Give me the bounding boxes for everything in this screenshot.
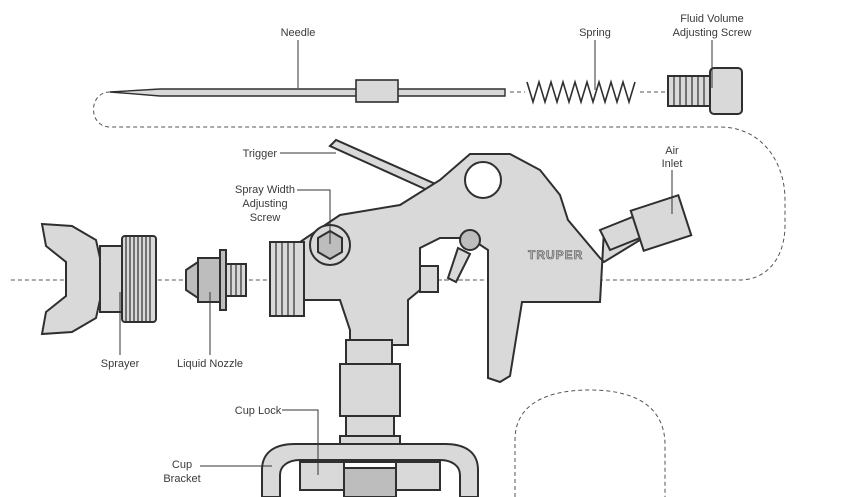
spring-part — [526, 79, 636, 105]
label-cup: Cup — [172, 459, 192, 471]
label-adjusting-screw: Adjusting Screw — [673, 27, 752, 39]
cup-bracket-part — [261, 443, 479, 497]
trigger-part — [328, 138, 442, 196]
leader-lines — [119, 40, 713, 475]
labels: Needle Spring Fluid Volume Adjusting Scr… — [101, 13, 752, 485]
sprayer-part — [40, 222, 157, 336]
label-trigger: Trigger — [243, 148, 278, 160]
label-liquid-nozzle: Liquid Nozzle — [177, 358, 243, 370]
label-spring: Spring — [579, 27, 611, 39]
label-cup-lock: Cup Lock — [235, 405, 282, 417]
fluid-volume-adjusting-screw-part — [667, 67, 743, 115]
gun-body: TRUPER — [269, 138, 693, 384]
label-spray-adjusting: Adjusting — [242, 198, 287, 210]
label-bracket: Bracket — [163, 473, 200, 485]
liquid-nozzle-part — [185, 249, 247, 311]
label-spray-width: Spray Width — [235, 184, 295, 196]
label-inlet: Inlet — [662, 158, 683, 170]
needle-part — [109, 79, 506, 103]
label-fluid-volume: Fluid Volume — [680, 13, 744, 25]
label-air: Air — [665, 145, 679, 157]
cup-lock-part — [299, 461, 441, 497]
label-spray-screw: Screw — [250, 212, 281, 224]
label-needle: Needle — [281, 27, 316, 39]
label-sprayer: Sprayer — [101, 358, 140, 370]
brand-logo: TRUPER — [528, 248, 583, 262]
dashed-assembly-path — [10, 91, 786, 497]
